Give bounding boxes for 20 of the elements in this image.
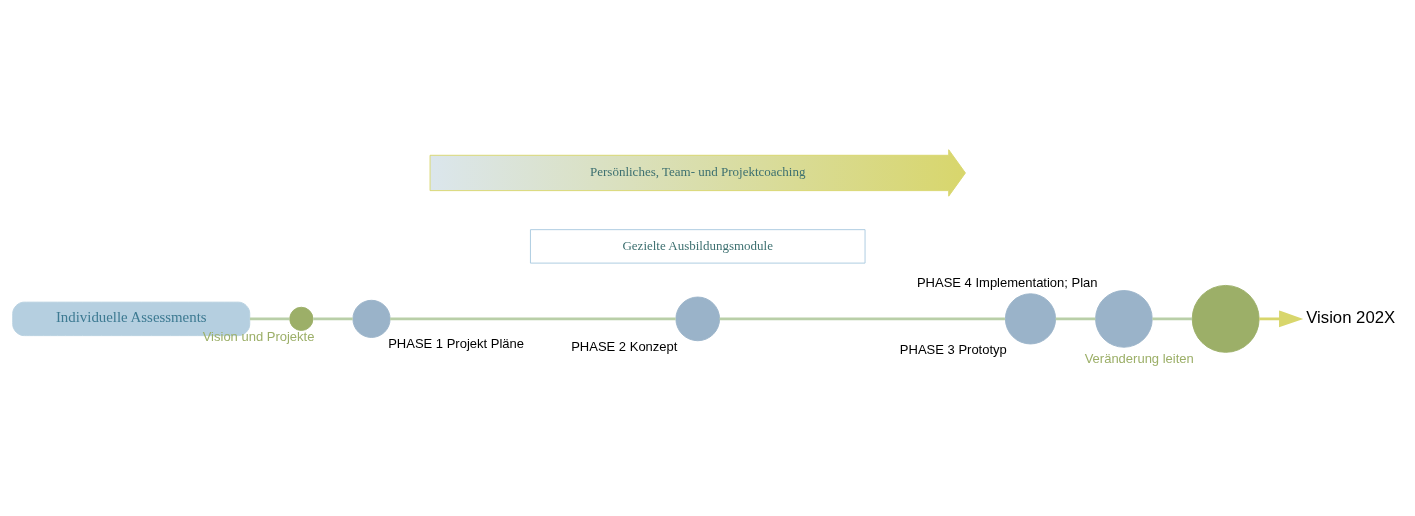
node-label: PHASE 2 Konzept (571, 339, 678, 355)
connector (249, 317, 290, 321)
node-box: Gezielte Ausbildungsmodule (529, 229, 866, 264)
node-label: PHASE 3 Prototyp (899, 342, 1007, 358)
node-circle (1191, 284, 1260, 353)
node-circle (675, 296, 721, 342)
connector (390, 317, 676, 321)
node-circle (1095, 290, 1153, 348)
connector (313, 317, 353, 321)
connector (1152, 317, 1192, 321)
connector (1055, 317, 1096, 321)
node-circle (352, 299, 391, 338)
node-label: Veränderung leiten (1084, 350, 1194, 366)
connector (719, 317, 1005, 321)
arrow (1259, 310, 1304, 328)
node-label: PHASE 4 Implementation; Plan (916, 275, 1098, 290)
node-text: Vision 202X (1306, 307, 1396, 327)
node-label: PHASE 1 Projekt Pläne (388, 335, 525, 351)
node-circle (289, 306, 314, 331)
node-circle (1004, 293, 1057, 345)
